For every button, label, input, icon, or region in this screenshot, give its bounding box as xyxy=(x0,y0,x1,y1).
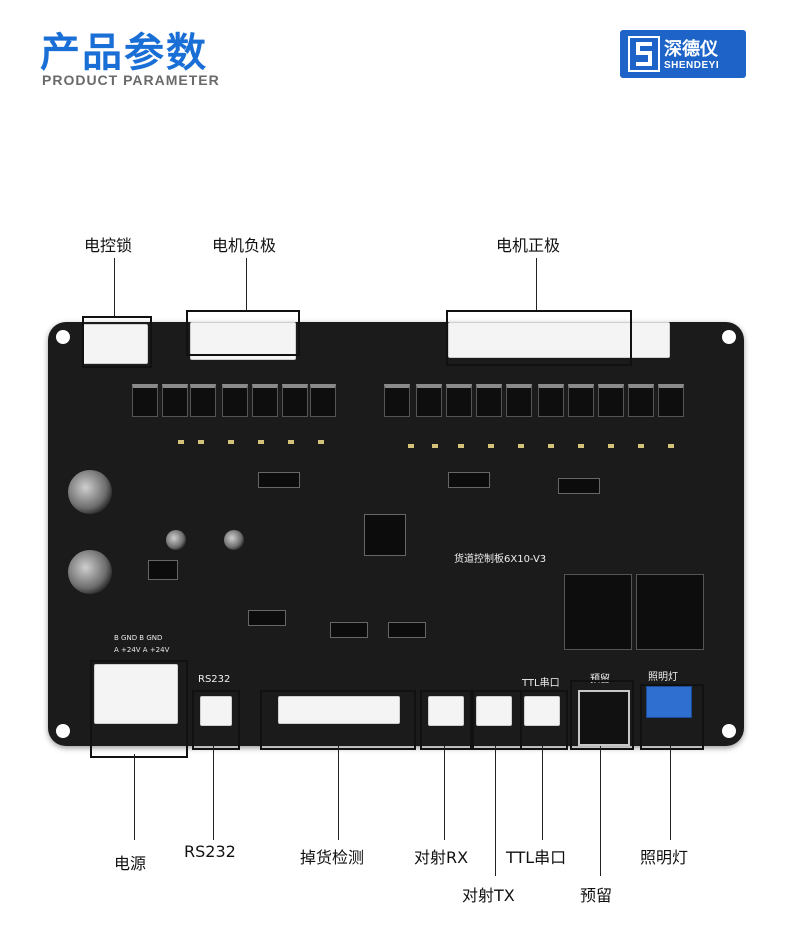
board-model-label: 货道控制板6X10-V3 xyxy=(454,554,547,565)
leader-line xyxy=(495,746,496,876)
label-light: 照明灯 xyxy=(640,848,689,867)
mosfet xyxy=(628,384,654,417)
mount-hole xyxy=(56,330,70,344)
ic-chip xyxy=(558,478,600,494)
leader-line xyxy=(213,746,214,840)
ic-chip xyxy=(258,472,300,488)
logo-s-icon xyxy=(628,36,660,72)
mosfet xyxy=(222,384,248,417)
leader-line xyxy=(542,746,543,840)
electrolytic-capacitor xyxy=(68,550,112,594)
mosfet xyxy=(476,384,502,417)
mosfet xyxy=(416,384,442,417)
ic-chip xyxy=(248,610,286,626)
mosfet xyxy=(384,384,410,417)
brand-logo: 深德仪 SHENDEYI xyxy=(620,30,746,78)
silk-rs232: RS232 xyxy=(198,674,231,685)
motor-positive-connector xyxy=(448,322,670,358)
drop-detect-connector xyxy=(278,696,400,724)
leader-line xyxy=(114,258,115,316)
capacitor xyxy=(166,530,186,550)
leader-line xyxy=(246,258,247,310)
silk-light: 照明灯 xyxy=(648,672,678,683)
leader-line xyxy=(134,754,135,840)
callout-box-lock xyxy=(82,316,152,368)
lock-connector xyxy=(82,324,148,364)
silk-power-pins: B GND B GND xyxy=(114,634,163,642)
label-motor-negative: 电机负极 xyxy=(212,236,277,255)
logo-name-cn: 深德仪 xyxy=(664,39,718,60)
rx-connector xyxy=(428,696,464,726)
callout-box-tx xyxy=(472,690,522,750)
silk-reserve: 预留 xyxy=(590,674,610,685)
ic-chip xyxy=(330,622,368,638)
ic-chip xyxy=(388,622,426,638)
electrolytic-capacitor xyxy=(68,470,112,514)
label-ttl: TTL串口 xyxy=(506,848,567,867)
ic-chip xyxy=(448,472,490,488)
label-rs232: RS232 xyxy=(184,842,236,861)
mosfet xyxy=(190,384,216,417)
logo-name-en: SHENDEYI xyxy=(664,60,720,71)
regulator-chip xyxy=(148,560,178,580)
mount-hole xyxy=(56,724,70,738)
mount-hole xyxy=(722,724,736,738)
leader-line xyxy=(536,258,537,310)
label-reserve: 预留 xyxy=(580,886,613,905)
callout-box-drop-detect xyxy=(260,690,416,750)
mosfet xyxy=(310,384,336,417)
mosfet xyxy=(538,384,564,417)
mosfet xyxy=(162,384,188,417)
callout-box-ttl xyxy=(520,690,568,750)
label-lock: 电控锁 xyxy=(84,236,133,255)
silk-ttl: TTL串口 xyxy=(522,678,560,689)
callout-box-reserve xyxy=(570,680,634,750)
pcb-board: 货道控制板6X10-V3 RS232 TTL串口 预留 照明灯 B GND B … xyxy=(48,322,744,746)
mosfet xyxy=(506,384,532,417)
leader-line xyxy=(338,746,339,840)
callout-box-motor-negative xyxy=(186,310,300,356)
callout-box-power xyxy=(90,660,188,758)
power-connector xyxy=(94,664,178,724)
motor-negative-connector xyxy=(190,322,296,360)
mosfet xyxy=(446,384,472,417)
callout-box-light xyxy=(640,684,704,750)
leader-line xyxy=(600,746,601,876)
page-subtitle: PRODUCT PARAMETER xyxy=(42,72,220,88)
label-motor-positive: 电机正极 xyxy=(496,236,561,255)
light-terminal-block xyxy=(646,686,692,718)
mosfet xyxy=(252,384,278,417)
mosfet xyxy=(658,384,684,417)
label-rx: 对射RX xyxy=(414,848,469,867)
mosfet xyxy=(598,384,624,417)
mosfet xyxy=(132,384,158,417)
ttl-connector xyxy=(524,696,560,726)
mosfet xyxy=(282,384,308,417)
leader-line xyxy=(444,746,445,840)
label-power: 电源 xyxy=(114,854,147,873)
mcu-chip xyxy=(364,514,406,556)
relay xyxy=(636,574,704,650)
tx-connector xyxy=(476,696,512,726)
label-tx: 对射TX xyxy=(462,886,515,905)
capacitor xyxy=(224,530,244,550)
callout-box-rx xyxy=(420,690,472,750)
callout-box-rs232 xyxy=(192,690,240,750)
silk-power-voltage: A +24V A +24V xyxy=(114,646,170,654)
relay xyxy=(564,574,632,650)
rs232-connector xyxy=(200,696,232,726)
mount-hole xyxy=(722,330,736,344)
callout-box-motor-positive xyxy=(446,310,632,366)
page-title: 产品参数 xyxy=(40,30,208,76)
leader-line xyxy=(670,746,671,840)
mosfet xyxy=(568,384,594,417)
reserve-socket xyxy=(578,690,630,746)
label-drop-detect: 掉货检测 xyxy=(300,848,365,867)
